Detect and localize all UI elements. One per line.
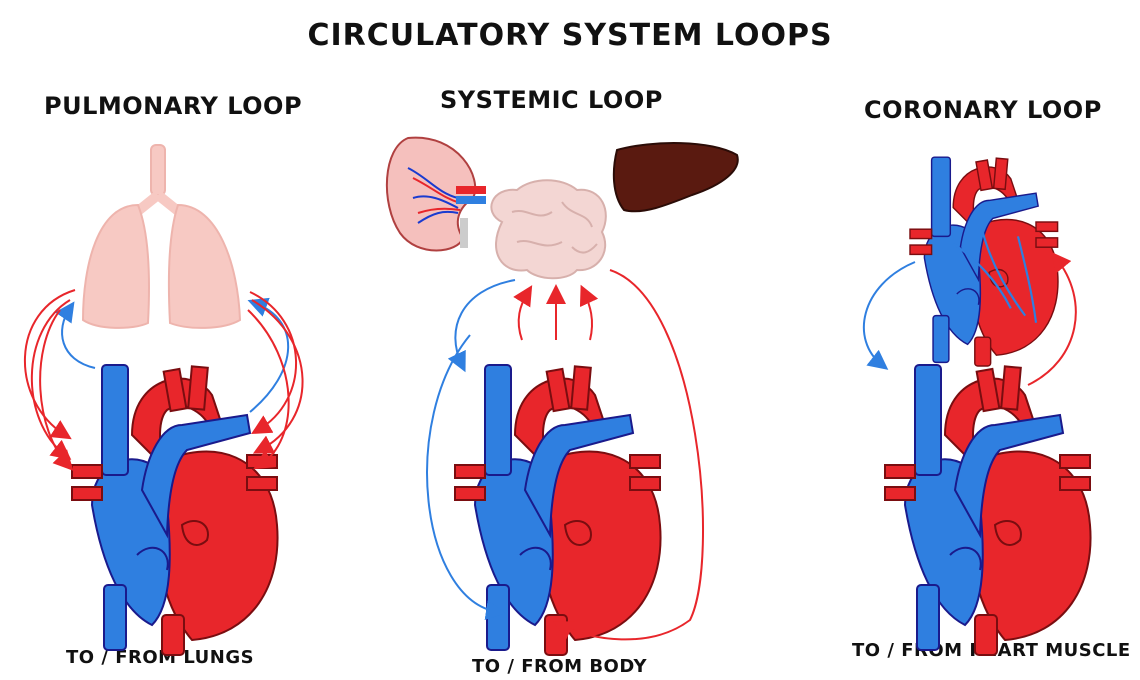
panel-caption-pulmonary: TO / FROM LUNGS xyxy=(66,647,255,668)
heart-pulmonary xyxy=(71,364,279,656)
heart-icon xyxy=(909,156,1059,367)
panel-heading-systemic: SYSTEMIC LOOP xyxy=(440,86,663,114)
panel-caption-systemic: TO / FROM BODY xyxy=(472,656,648,677)
pulmonary-flow-arrows xyxy=(23,289,304,471)
kidney-icon xyxy=(385,136,486,252)
heart-coronary xyxy=(884,364,1092,656)
coronary-flow-arrows xyxy=(862,251,1077,386)
brain-icon xyxy=(490,179,607,280)
systemic-flow-arrows xyxy=(426,269,705,641)
panel-heading-pulmonary: PULMONARY LOOP xyxy=(44,92,303,120)
panel-heading-coronary: CORONARY LOOP xyxy=(864,96,1102,124)
liver-icon xyxy=(612,142,739,213)
lungs-icon xyxy=(81,144,242,329)
diagram-title: CIRCULATORY SYSTEM LOOPS xyxy=(307,18,833,53)
heart-systemic xyxy=(454,364,662,656)
